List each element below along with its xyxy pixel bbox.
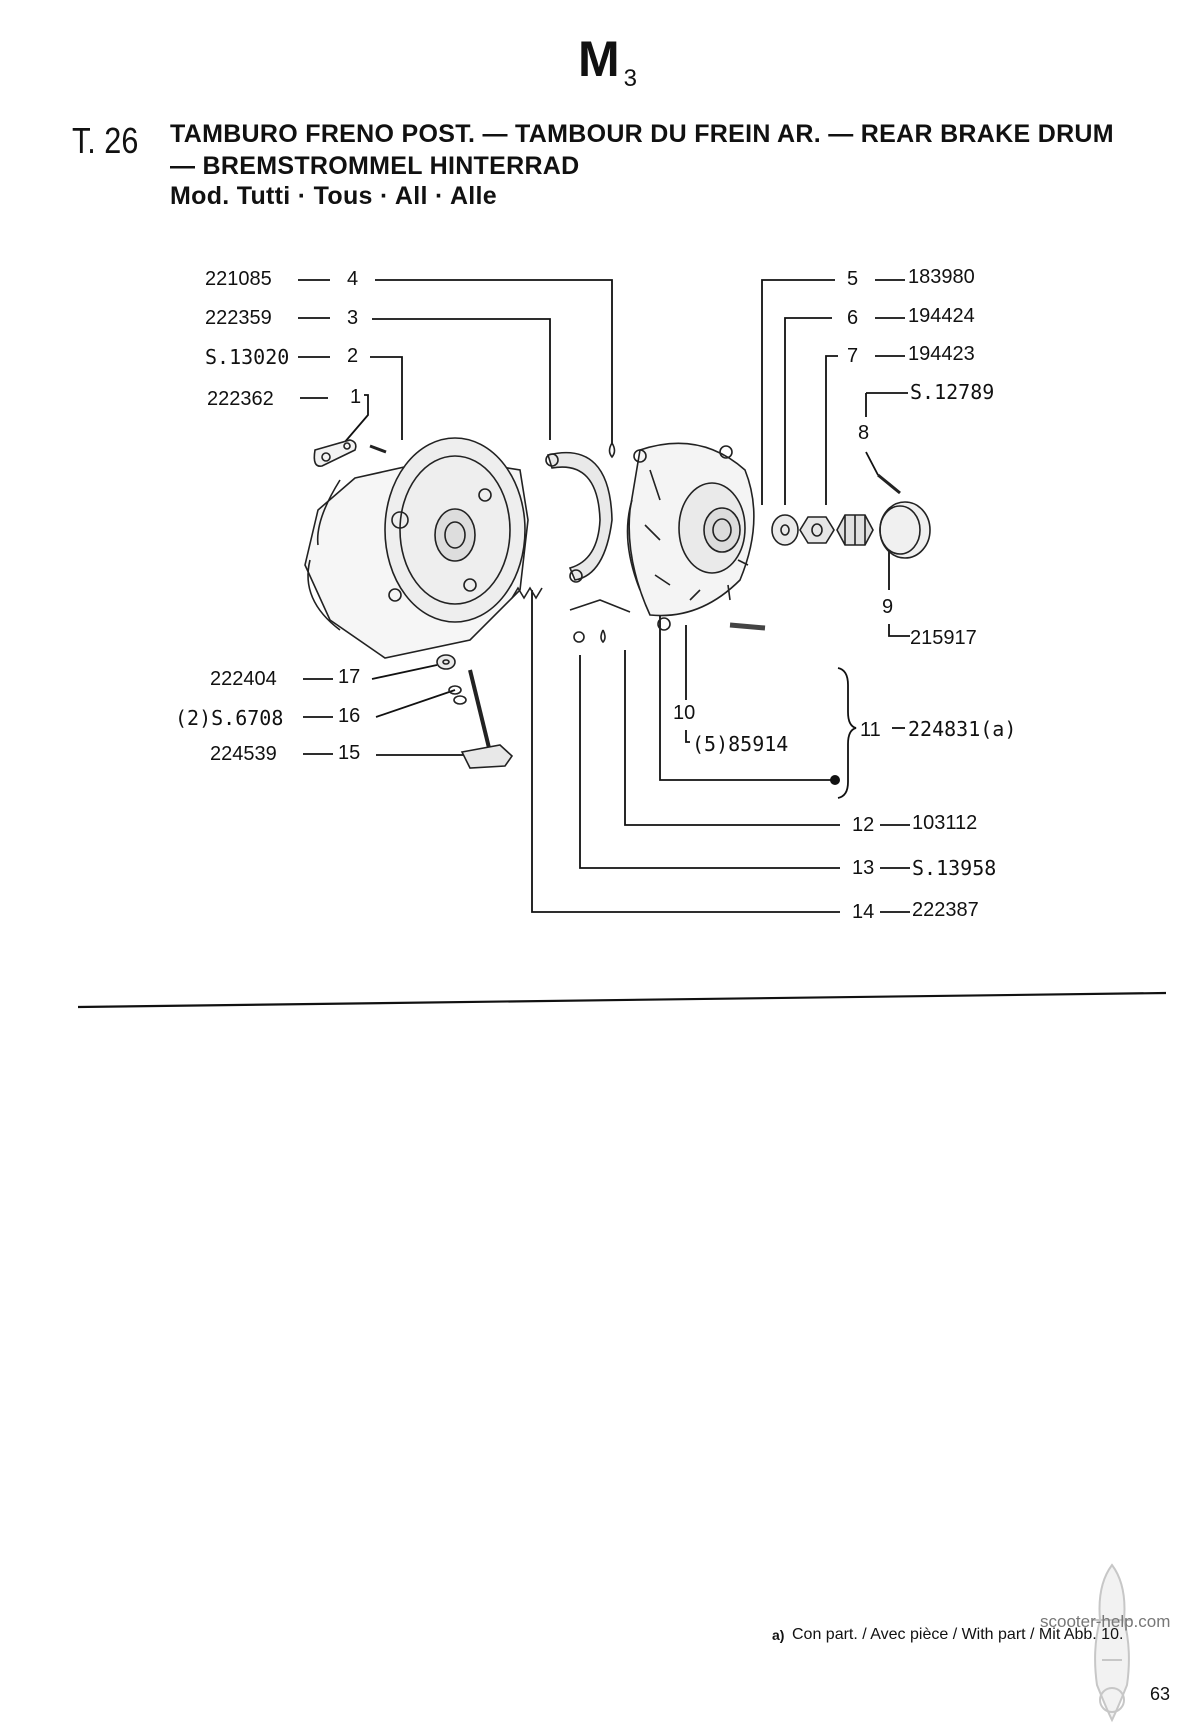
brake-cam-part-15 bbox=[460, 669, 514, 769]
leader-dash-10 bbox=[685, 730, 690, 743]
footnote-text: Con part. / Avec pièce / With part / Mit… bbox=[792, 1626, 1124, 1643]
split-pin-part-2 bbox=[369, 444, 387, 454]
leader-line-8 bbox=[865, 451, 879, 476]
part-ref-7: 7 bbox=[847, 345, 859, 367]
part-code-4: 221085 bbox=[205, 268, 272, 290]
brake-shoe-part-3 bbox=[545, 451, 613, 583]
leader-line-12 bbox=[624, 650, 840, 826]
part-ref-9: 9 bbox=[882, 596, 894, 618]
part-code-1: 222362 bbox=[207, 388, 274, 410]
clip-part-4 bbox=[608, 442, 616, 459]
part-ref-1: 1 bbox=[350, 386, 362, 408]
o-ring-part-16a bbox=[448, 685, 462, 695]
part-ref-8: 8 bbox=[858, 422, 870, 444]
page-number: 63 bbox=[1150, 1684, 1171, 1704]
footnote: a) Con part. / Avec pièce / With part / … bbox=[772, 1625, 1132, 1644]
washer-part-5 bbox=[771, 514, 799, 546]
leader-dot-11 bbox=[830, 775, 840, 785]
part-ref-14: 14 bbox=[852, 901, 875, 923]
leader-line-3 bbox=[372, 318, 551, 440]
scooter-logo-watermark bbox=[1092, 1563, 1132, 1723]
bushing-part-17 bbox=[436, 654, 456, 670]
leader-line-1 bbox=[337, 394, 369, 451]
leader-line-5 bbox=[761, 279, 835, 505]
leader-line-13 bbox=[579, 655, 840, 869]
leader-line-2 bbox=[370, 356, 403, 440]
part-code-16: (2)S.6708 bbox=[175, 706, 284, 730]
part-ref-2: 2 bbox=[347, 345, 359, 367]
watermark-text: scooter-help.com bbox=[1040, 1612, 1171, 1631]
part-code-6: 194424 bbox=[908, 305, 975, 327]
part-code-12: 103112 bbox=[912, 812, 978, 834]
part-ref-10: 10 bbox=[673, 702, 696, 724]
leader-line-7 bbox=[825, 355, 838, 505]
part-ref-11: 11 bbox=[860, 719, 881, 741]
footnote-mark: a) bbox=[772, 1627, 785, 1643]
part-ref-13: 13 bbox=[852, 857, 875, 879]
leader-line-17 bbox=[371, 664, 438, 680]
page-title-line-2: — BREMSTROMMEL HINTERRAD bbox=[170, 152, 580, 180]
leader-line-11 bbox=[659, 580, 835, 781]
o-ring-part-16b bbox=[453, 695, 467, 705]
brake-drum-part-11 bbox=[626, 442, 755, 631]
part-code-2: S.13020 bbox=[205, 345, 290, 369]
part-ref-17: 17 bbox=[338, 666, 361, 688]
shoe-link-12 bbox=[569, 599, 631, 613]
leader-line-6 bbox=[784, 317, 832, 505]
part-code-8: S.12789 bbox=[910, 380, 995, 404]
part-code-14: 222387 bbox=[912, 899, 979, 921]
leader-line-4 bbox=[375, 279, 613, 445]
stud-part-10 bbox=[729, 622, 766, 631]
clip-part-12 bbox=[600, 629, 606, 644]
hub-cap-part-9 bbox=[879, 501, 931, 559]
part-code-9: 215917 bbox=[910, 627, 977, 649]
part-code-3: 222359 bbox=[205, 307, 272, 329]
leader-dash-9 bbox=[888, 624, 910, 637]
part-code-5: 183980 bbox=[908, 266, 975, 288]
table-number: T. 26 bbox=[72, 120, 139, 161]
part-code-10: (5)85914 bbox=[692, 732, 789, 756]
part-ref-6: 6 bbox=[847, 307, 859, 329]
spring-part-14 bbox=[511, 586, 543, 600]
part-ref-12: 12 bbox=[852, 814, 875, 836]
castle-nut-part-7 bbox=[836, 514, 874, 546]
part-ref-5: 5 bbox=[847, 268, 859, 290]
page-title-line-1: TAMBURO FRENO POST. — TAMBOUR DU FREIN A… bbox=[170, 120, 1114, 148]
part-code-15: 224539 bbox=[210, 743, 277, 765]
leader-line-14 bbox=[531, 590, 840, 913]
part-code-13: S.13958 bbox=[912, 856, 997, 880]
brake-back-plate bbox=[304, 437, 529, 659]
washer-part-13 bbox=[573, 631, 585, 643]
nut-part-6 bbox=[799, 516, 835, 544]
leader-line-16 bbox=[375, 689, 456, 718]
part-code-11: 224831(a) bbox=[908, 717, 1017, 741]
part-code-17: 222404 bbox=[210, 668, 277, 690]
models-line: Mod. Tutti · Tous · All · Alle bbox=[170, 182, 497, 210]
brake-lever-part-1 bbox=[313, 439, 357, 467]
cotter-pin-part-8 bbox=[877, 473, 901, 495]
part-ref-15: 15 bbox=[338, 742, 361, 764]
part-code-7: 194423 bbox=[908, 343, 975, 365]
part-ref-16: 16 bbox=[338, 705, 361, 727]
bracket-11 bbox=[837, 667, 857, 799]
section-divider bbox=[77, 991, 1167, 1009]
part-ref-4: 4 bbox=[347, 268, 359, 290]
model-subscript: 3 bbox=[623, 65, 639, 92]
part-ref-3: 3 bbox=[347, 307, 359, 329]
